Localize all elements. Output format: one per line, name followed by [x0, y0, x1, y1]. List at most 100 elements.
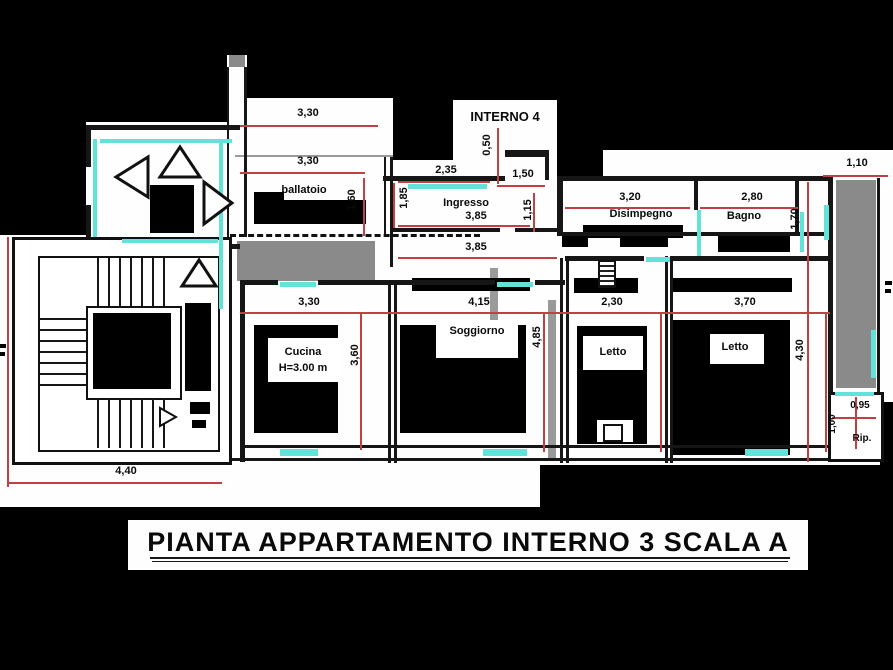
dimension-line [360, 312, 362, 450]
dimension-line [7, 482, 222, 484]
stair-tread [40, 340, 86, 342]
dimension-line [240, 125, 378, 127]
window-glazing [745, 449, 788, 456]
unit-label: INTERNO 4 [470, 108, 540, 124]
shadow-patch [254, 192, 284, 202]
stair-tread [130, 398, 132, 448]
dimension-line [240, 172, 365, 174]
stair-tread [97, 258, 99, 306]
dim-label-ingresso-right: 1,15 [521, 199, 534, 221]
dimension-line [832, 417, 876, 419]
dimension-line [825, 312, 827, 452]
door-glazing [824, 205, 829, 240]
window-glazing [122, 239, 218, 243]
shadow-patch [254, 200, 366, 224]
title-underline [150, 557, 790, 559]
wall [694, 180, 698, 210]
dim-label-entry-recess: 0,50 [480, 134, 493, 156]
dimension-line [807, 182, 809, 462]
dim-label-rip-width: 0,95 [850, 399, 870, 411]
dim-label-soggiorno-depth: 4,85 [530, 326, 543, 348]
balcony-strip [836, 180, 876, 388]
wall [670, 256, 673, 463]
filled-line [235, 155, 393, 157]
wall [388, 282, 391, 463]
label-box [436, 320, 518, 358]
clipped-dimension-text [0, 344, 6, 348]
dim-label-cucina-depth: 3,60 [348, 344, 361, 366]
window-glazing [93, 139, 97, 237]
wall [244, 67, 247, 237]
stair-tread [108, 258, 110, 306]
room-label-cucina: Cucina [284, 345, 322, 358]
dim-label-entry-width: 1,50 [512, 167, 534, 180]
page-title: PIANTA APPARTAMENTO INTERNO 3 SCALA A [147, 526, 789, 557]
dimension-line [7, 237, 9, 487]
filled-wall [229, 55, 245, 67]
wall [228, 458, 878, 461]
window-glazing [835, 392, 874, 396]
filled-wall [237, 241, 375, 281]
dim-label-bagno-depth: 1,70 [788, 208, 801, 230]
stair-tread [40, 373, 86, 375]
dimension-line [700, 207, 798, 209]
room-label-bagno: Bagno [726, 210, 762, 222]
dimension-line [823, 175, 888, 177]
wall [392, 228, 500, 232]
door-glazing [697, 210, 701, 256]
dim-label-bagno-width: 2,80 [741, 190, 763, 203]
wall [240, 280, 245, 462]
dim-label-ballatoio-depth: 1,60 [345, 189, 358, 211]
dim-label-ingresso-width: 3,85 [465, 209, 487, 222]
dimension-line [363, 178, 365, 236]
direction-arrow-icon [202, 179, 235, 227]
dim-label-letto1-width: 2,30 [601, 295, 623, 308]
dashed-line [230, 234, 480, 237]
shadow-patch [562, 233, 588, 247]
wall [394, 282, 397, 463]
wall [566, 258, 569, 463]
shadow-patch [150, 185, 194, 233]
dim-label-ingresso-left: 1,85 [397, 187, 410, 209]
dim-label-letto2-depth: 4,30 [793, 339, 806, 361]
title-underline [152, 561, 788, 562]
stair-tread [119, 398, 121, 448]
stair-tread [40, 362, 86, 364]
wall [557, 176, 563, 236]
stair-tread [141, 258, 143, 306]
dimension-line [398, 225, 530, 227]
room-label-letto1: Letto [599, 345, 627, 358]
filled-wall [548, 300, 556, 460]
wall [672, 256, 830, 261]
room-label-ripostiglio: Rip. [852, 432, 872, 444]
door-glazing [280, 282, 316, 287]
label-box [268, 338, 340, 382]
dim-label-corridor-width: 3,85 [465, 240, 487, 253]
wall [877, 178, 880, 458]
shadow-patch [192, 420, 206, 428]
dimension-line [565, 207, 690, 209]
dimension-line [533, 193, 535, 232]
dimension-line [543, 312, 545, 452]
wall [384, 157, 386, 237]
shadow-patch [620, 238, 668, 247]
dim-label-balcony-width: 1,10 [846, 156, 868, 169]
stair-inner-outline [38, 256, 220, 452]
dim-label-scala-width: 4,40 [115, 464, 137, 477]
dimension-line [497, 185, 545, 187]
wall [318, 280, 495, 285]
clipped-dimension-text [885, 289, 891, 293]
flue-symbol [598, 260, 616, 288]
wall [515, 228, 560, 232]
wall [535, 280, 565, 285]
wall [390, 157, 393, 267]
stair-tread [108, 398, 110, 448]
wall [86, 205, 91, 250]
dim-label-letto2-width: 3,70 [734, 295, 756, 308]
dim-label-rip-depth: 1,00 [827, 414, 838, 434]
direction-arrow-icon [157, 144, 203, 179]
dimension-line [398, 181, 490, 183]
wall [383, 176, 505, 181]
wall [565, 256, 644, 261]
